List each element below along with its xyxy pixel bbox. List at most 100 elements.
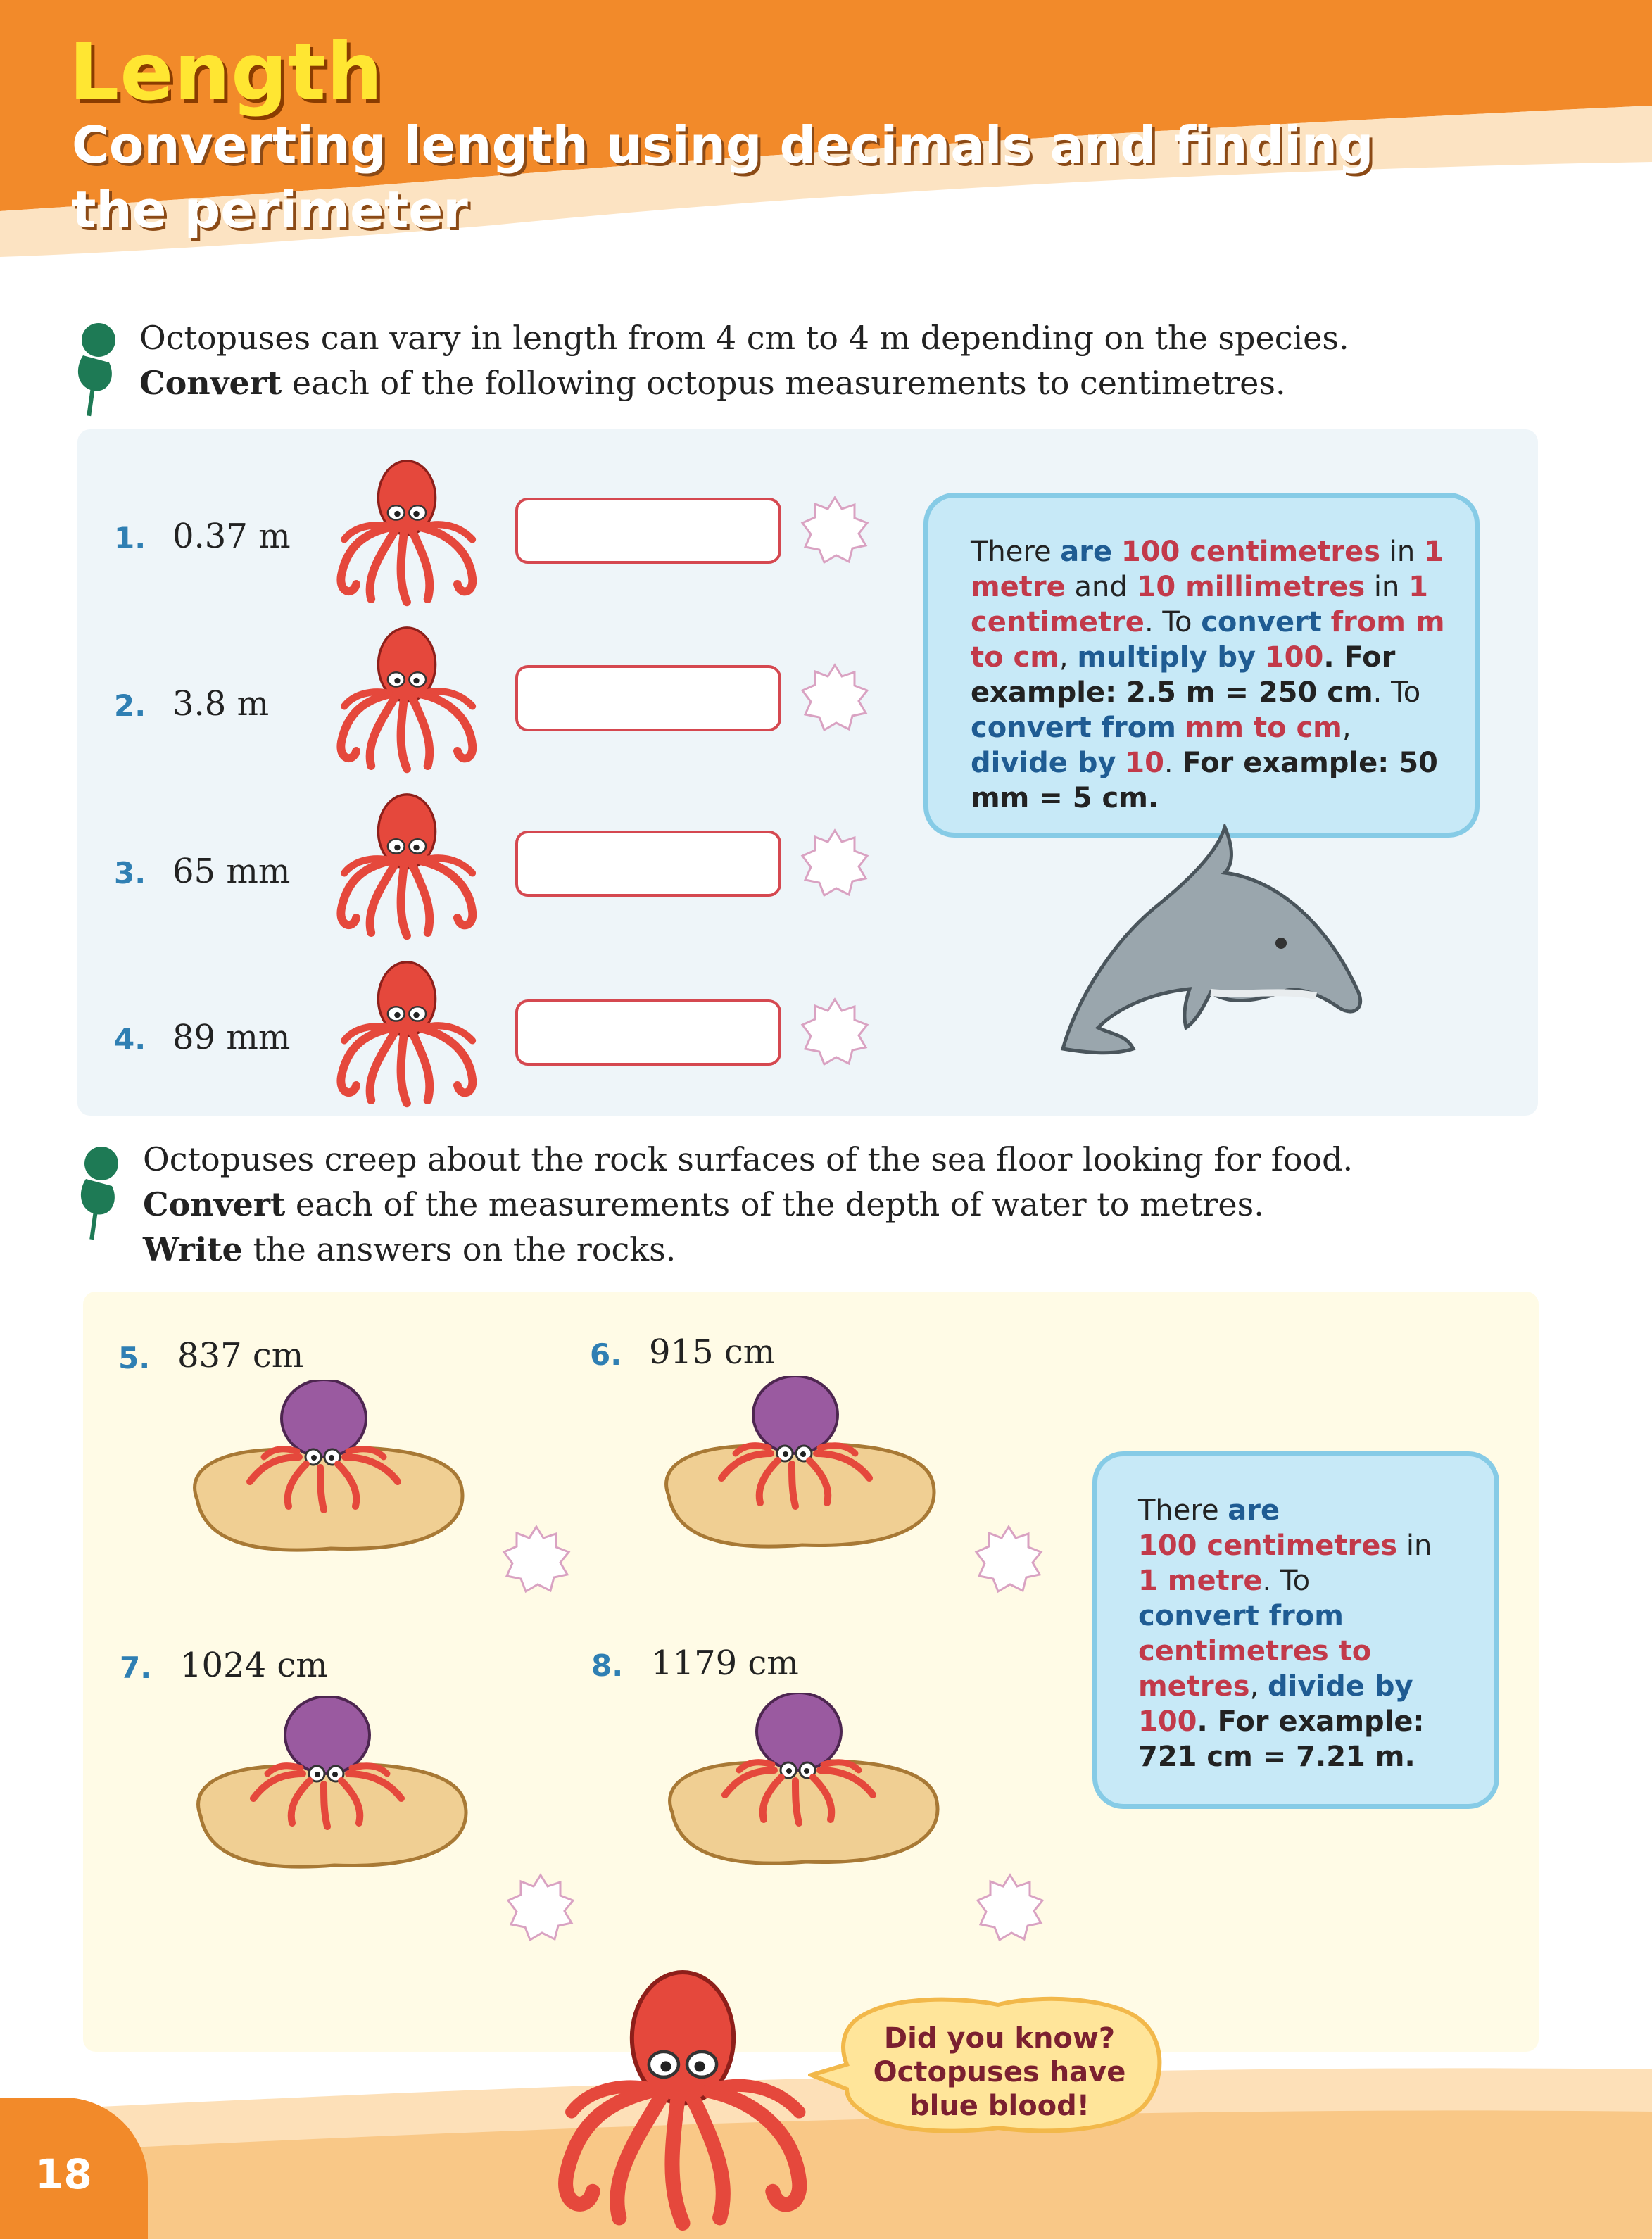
page-subtitle: Converting length using decimals and fin… <box>72 115 1374 239</box>
tip-text: . <box>1164 747 1183 779</box>
answer-box[interactable] <box>515 498 781 564</box>
tip-text <box>1322 606 1331 638</box>
section2-instruction-line2: Convert each of the measurements of the … <box>143 1182 1551 1227</box>
page-number: 18 <box>35 2150 92 2198</box>
tip-line: 721 cm = 7.21 m. <box>1138 1739 1480 1774</box>
question-number: 7. <box>120 1651 152 1685</box>
tip-text: , <box>1342 712 1351 744</box>
tip-text: . To <box>1144 606 1202 638</box>
convert-keyword: Convert <box>143 1185 286 1223</box>
rock-with-octopus[interactable] <box>648 1376 943 1559</box>
tip-line: There are <box>1138 1493 1480 1528</box>
star-icon <box>973 1524 1044 1594</box>
tip-text: There <box>971 536 1061 568</box>
octopus-mascot-icon <box>542 1964 824 2239</box>
section1-instruction-rest: each of the following octopus measuremen… <box>282 364 1286 402</box>
tip-line: 100. For example: <box>1138 1704 1480 1739</box>
tip-text <box>1256 641 1265 674</box>
tip-text: 10 millimetres <box>1136 571 1366 603</box>
tip-text: . To <box>1373 676 1421 709</box>
tip-text: , <box>1249 1670 1268 1703</box>
section1-instruction-line2: Convert each of the following octopus me… <box>139 360 1547 405</box>
question-value: 1179 cm <box>651 1644 799 1683</box>
question-value: 0.37 m <box>172 517 291 556</box>
rock-with-octopus[interactable] <box>179 1696 475 1879</box>
page-title: Length <box>69 27 384 118</box>
tip-text: 100 centimetres <box>1138 1530 1398 1562</box>
tip-text: . For example: <box>971 641 1396 709</box>
tip-text: 100 centimetres <box>1121 536 1381 568</box>
star-icon <box>800 828 870 898</box>
tip-box-cm-to-m: There are 100 centimetres in 1 metre. To… <box>1092 1451 1499 1809</box>
answer-box[interactable] <box>515 831 781 897</box>
answer-box[interactable] <box>515 665 781 731</box>
question-number: 8. <box>591 1648 624 1683</box>
tip-text: 10 <box>1125 747 1164 779</box>
rock-with-octopus[interactable] <box>651 1693 947 1876</box>
star-icon <box>800 997 870 1067</box>
star-icon <box>800 495 870 565</box>
tip-line: 1 metre. To <box>1138 1563 1480 1598</box>
tip-text: divide by <box>971 747 1116 779</box>
octopus-icon <box>315 623 498 778</box>
question-number: 6. <box>590 1337 622 1372</box>
tip-text: multiply by <box>1077 641 1256 674</box>
tip-text: in <box>1380 536 1424 568</box>
write-keyword: Write <box>143 1230 243 1268</box>
question-value: 837 cm <box>177 1336 304 1375</box>
fact-line: blue blood! <box>909 2090 1090 2122</box>
octopus-icon <box>315 790 498 945</box>
tip-text: 721 cm = 7.21 m. <box>1138 1741 1415 1773</box>
tip-text <box>1112 536 1121 568</box>
tip-text: There <box>1138 1494 1228 1527</box>
tip-text: , <box>1059 641 1078 674</box>
tip-text: 1 centimetre <box>971 571 1428 638</box>
tip-text: . To <box>1262 1565 1311 1597</box>
dolphin-icon <box>1060 824 1363 1055</box>
question-number: 3. <box>114 856 146 890</box>
convert-keyword: Convert <box>139 364 282 402</box>
question-number: 1. <box>114 521 146 555</box>
tip-text: are <box>1228 1494 1280 1527</box>
section1-instruction: Octopuses can vary in length from 4 cm t… <box>139 315 1547 405</box>
section2-instruction-rest: the answers on the rocks. <box>242 1230 676 1268</box>
tip-text: 2.5 m = 250 cm <box>1116 676 1373 709</box>
question-number: 2. <box>114 688 146 723</box>
tip-line: 100 centimetres in <box>1138 1528 1480 1563</box>
section2-instruction-rest: each of the measurements of the depth of… <box>285 1185 1264 1223</box>
section2-instruction-line1: Octopuses creep about the rock surfaces … <box>143 1140 1354 1178</box>
fact-line: Octopuses have <box>873 2056 1126 2088</box>
tip-text: divide by <box>1268 1670 1413 1703</box>
section2-instruction-line3: Write the answers on the rocks. <box>143 1227 1551 1272</box>
tip-text: 100 <box>1138 1705 1197 1738</box>
star-icon <box>800 662 870 733</box>
question-value: 915 cm <box>649 1332 776 1372</box>
question-value: 65 mm <box>172 852 291 891</box>
did-you-know-text: Did you know? Octopuses have blue blood! <box>852 2022 1147 2123</box>
speech-bubble <box>808 1996 1162 2133</box>
tip-text: are <box>1060 536 1113 568</box>
answer-box[interactable] <box>515 999 781 1066</box>
tip-text: 1 metre <box>971 536 1444 603</box>
tip-text: and <box>1065 571 1137 603</box>
tip-text: centimetres to metres <box>1138 1635 1372 1703</box>
tip-text: convert <box>1201 606 1322 638</box>
tip-text: 1 metre <box>1138 1565 1263 1597</box>
tip-text: convert from <box>1138 1600 1344 1632</box>
section1-instruction-line1: Octopuses can vary in length from 4 cm t… <box>139 319 1349 357</box>
pin-icon <box>73 1144 122 1242</box>
tip-text: For example: 50 mm = 5 cm. <box>971 747 1438 814</box>
tip-text: from m to cm <box>971 606 1445 674</box>
section2-instruction: Octopuses creep about the rock surfaces … <box>143 1137 1551 1272</box>
octopus-icon <box>315 456 498 611</box>
rock-with-octopus[interactable] <box>176 1380 472 1563</box>
tip-text: in <box>1365 571 1409 603</box>
tip-box-conversion: There are 100 centimetres in 1 metre and… <box>923 493 1480 838</box>
star-icon <box>505 1872 576 1943</box>
tip-text: . For example: <box>1197 1705 1425 1738</box>
question-number: 5. <box>118 1341 151 1375</box>
tip-text: 100 <box>1264 641 1324 674</box>
question-number: 4. <box>114 1022 146 1057</box>
octopus-icon <box>315 957 498 1112</box>
star-icon <box>501 1524 572 1594</box>
